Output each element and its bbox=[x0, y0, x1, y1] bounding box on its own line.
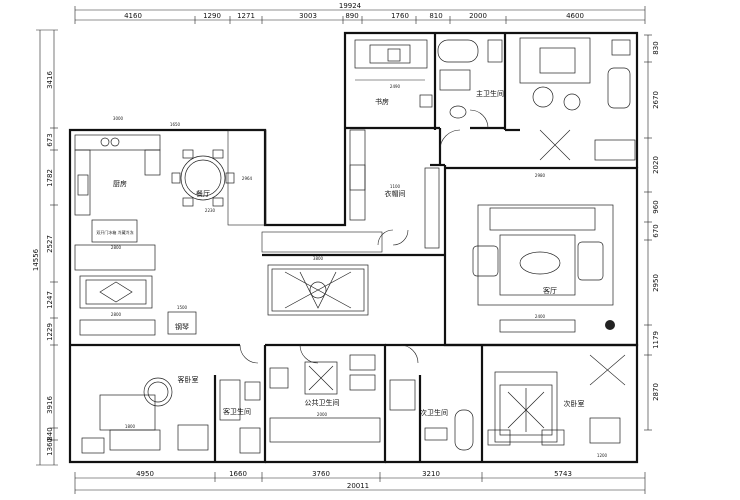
left-dim-6: 1229 bbox=[46, 323, 54, 341]
kitchen-depth-dim: 2800 bbox=[111, 245, 122, 250]
left-dim-1: 3416 bbox=[46, 71, 54, 89]
public-bath-label: 公共卫生间 bbox=[305, 398, 340, 407]
left-dim-7: 3916 bbox=[46, 396, 54, 414]
bottom-bed-width-dim: 1200 bbox=[597, 453, 608, 458]
top-dim-3: 1271 bbox=[237, 12, 255, 20]
guest-bedroom: 客卧室 1800 bbox=[81, 375, 209, 454]
top-dim-6: 1760 bbox=[391, 12, 409, 20]
guest-bed-width-dim: 1800 bbox=[125, 424, 136, 429]
hall-carpet: 3800 bbox=[267, 256, 369, 316]
top-dim-9: 4600 bbox=[566, 12, 584, 20]
right-dim-8: 2870 bbox=[652, 383, 660, 401]
right-dim-6: 2950 bbox=[652, 274, 660, 292]
second-bath: 次卫生间 bbox=[389, 379, 474, 451]
left-dim-3: 1782 bbox=[46, 169, 54, 187]
fridge-note: 双开门冰箱 冷藏冷冻 bbox=[96, 229, 133, 235]
left-dim-2: 673 bbox=[46, 133, 54, 146]
west-zone: 钢琴 2800 2800 1500 bbox=[74, 244, 197, 336]
walls bbox=[68, 31, 639, 464]
top-dim-1: 4160 bbox=[124, 12, 142, 20]
piano-label: 钢琴 bbox=[175, 322, 189, 331]
counter-width-dim: 2800 bbox=[111, 312, 122, 317]
cloakroom-label: 衣帽间 bbox=[385, 189, 406, 198]
second-bedroom-label: 次卧室 bbox=[564, 399, 585, 408]
right-dim-2: 2670 bbox=[652, 91, 660, 109]
study: 书房 2490 bbox=[349, 39, 433, 191]
master-bath: 主卫生间 bbox=[437, 39, 504, 119]
kitchen-width-dim: 3000 bbox=[113, 116, 124, 121]
left-dim-4: 2527 bbox=[46, 235, 54, 253]
cloakroom: 衣帽间 1100 bbox=[349, 164, 440, 249]
top-dimension-chain: 19924 4160 1290 1271 3003 890 1760 810 2… bbox=[74, 2, 646, 24]
cloak-width-dim: 1100 bbox=[390, 184, 401, 189]
hall-width-dim: 3800 bbox=[313, 256, 324, 261]
guest-bath-label: 客卫生间 bbox=[223, 407, 251, 416]
public-bath-width-dim: 2000 bbox=[317, 412, 328, 417]
living-width-dim: 2980 bbox=[535, 173, 546, 178]
left-total-dim: 14556 bbox=[32, 248, 40, 271]
piano-width-dim: 1500 bbox=[177, 305, 188, 310]
right-dim-5: 670 bbox=[652, 224, 660, 237]
master-bath-label: 主卫生间 bbox=[476, 89, 504, 98]
bottom-dim-4: 3210 bbox=[422, 470, 440, 478]
living-depth-dim: 2400 bbox=[535, 314, 546, 319]
bottom-dim-2: 1660 bbox=[229, 470, 247, 478]
kitchen-label: 厨房 bbox=[113, 179, 127, 188]
dining-depth-dim: 2964 bbox=[242, 176, 253, 181]
right-dimension-chain: 830 2670 2020 960 670 2950 1179 2870 bbox=[644, 34, 660, 431]
right-dim-4: 960 bbox=[652, 200, 660, 213]
right-dim-3: 2020 bbox=[652, 156, 660, 174]
top-dim-7: 810 bbox=[429, 12, 442, 20]
dining-label: 餐厅 bbox=[196, 189, 210, 198]
top-dim-2: 1290 bbox=[203, 12, 221, 20]
dining-width-dim: 2230 bbox=[205, 208, 216, 213]
bottom-dim-5: 5743 bbox=[554, 470, 572, 478]
doors bbox=[239, 109, 489, 364]
public-bath: 公共卫生间 2000 bbox=[269, 354, 381, 443]
bottom-dim-3: 3760 bbox=[312, 470, 330, 478]
guest-bath: 客卫生间 bbox=[219, 379, 261, 454]
left-dim-9: 1360 bbox=[46, 438, 54, 456]
top-total-dim: 19924 bbox=[339, 2, 362, 10]
left-dim-8: 840 bbox=[46, 427, 54, 440]
left-dimension-chain: 14556 3416 673 1782 2527 1247 1229 3916 … bbox=[32, 29, 58, 466]
bottom-total-dim: 20011 bbox=[347, 482, 369, 490]
top-dim-8: 2000 bbox=[469, 12, 487, 20]
top-dim-5: 890 bbox=[345, 12, 358, 20]
right-dim-7: 1179 bbox=[652, 331, 660, 349]
top-dim-4: 3003 bbox=[299, 12, 317, 20]
living-room: 客厅 2980 2400 bbox=[472, 173, 615, 333]
living-label: 客厅 bbox=[543, 286, 557, 295]
study-width-dim: 2490 bbox=[390, 84, 401, 89]
second-bedroom: 次卧室 1200 bbox=[487, 354, 626, 458]
bottom-dim-1: 4950 bbox=[136, 470, 154, 478]
bottom-dimension-chain: 4950 1660 3760 3210 5743 20011 bbox=[74, 470, 646, 494]
master-bedroom bbox=[519, 37, 636, 161]
kitchen-left-dim: 1650 bbox=[170, 122, 181, 127]
guest-bedroom-label: 客卧室 bbox=[178, 375, 199, 384]
kitchen: 厨房 3000 1650 双开门冰箱 冷藏冷冻 bbox=[74, 116, 181, 243]
right-dim-1: 830 bbox=[652, 41, 660, 54]
study-label: 书房 bbox=[375, 97, 389, 106]
second-bath-label: 次卫生间 bbox=[420, 408, 448, 417]
dining: 餐厅 2964 2230 bbox=[171, 149, 253, 213]
left-dim-5: 1247 bbox=[46, 291, 54, 309]
